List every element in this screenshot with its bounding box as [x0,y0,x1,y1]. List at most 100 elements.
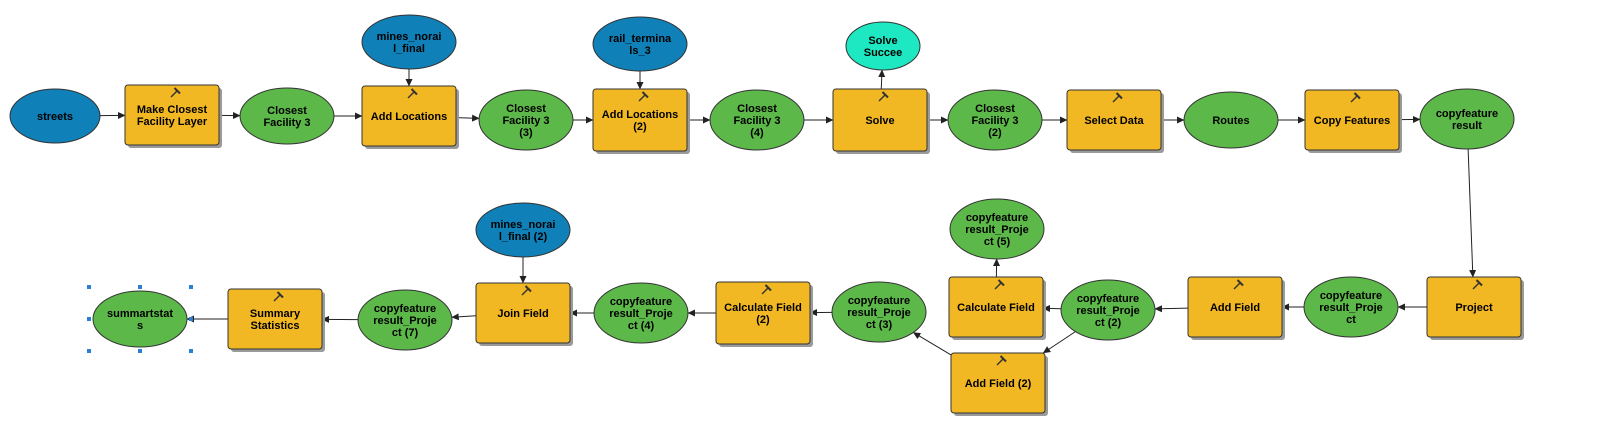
connector-addloc1-to-cf3_3[interactable] [455,114,480,122]
node-label-line: ct [1346,314,1356,326]
node-label-line: l_final (2) [499,231,548,243]
selection-handle[interactable] [87,317,91,321]
derived-ellipse [1060,279,1156,341]
connectors [99,69,1477,356]
tool-box [592,88,688,152]
result-ellipse [845,21,921,71]
hammer-icon [638,91,649,102]
tool-box [475,282,571,344]
node-addloc2[interactable]: Add Locations(2) [592,88,690,154]
node-streets[interactable]: streets [9,88,101,144]
hammer-icon [996,355,1007,366]
node-label-line: result [1452,120,1482,132]
node-label-line: Closest [506,103,546,115]
node-label-line: ct (7) [392,327,419,339]
node-addfield2[interactable]: Add Field (2) [950,352,1048,416]
node-label-line: Project [1455,302,1493,314]
node-label-line: Routes [1212,115,1249,127]
node-calcfield[interactable]: Calculate Field [948,276,1046,340]
node-select[interactable]: Select Data [1066,89,1164,153]
node-label-line: Succee [864,47,903,59]
node-label-line: Make Closest [137,104,208,116]
node-label-line: summartstat [107,308,173,320]
node-joinfield[interactable]: Join Field [475,282,573,346]
hammer-icon [1472,279,1483,290]
connector-cfresult-to-project[interactable] [1467,148,1477,278]
tool-box [948,276,1044,338]
node-project[interactable]: Project [1426,276,1524,340]
connector-joinfield-to-cfr_proj7[interactable] [451,313,477,321]
selection-handle[interactable] [189,317,193,321]
tool-box [715,281,811,345]
node-label-line: (2) [633,121,647,133]
selection-handle[interactable] [189,285,193,289]
node-label-line: l_final [393,43,425,55]
connector-addfield2-to-cfr_proj3[interactable] [912,332,952,356]
node-addloc1[interactable]: Add Locations [361,85,459,149]
derived-ellipse [1303,276,1399,338]
tool-box [1187,276,1283,338]
data-ellipse [361,14,457,70]
tool-box [1426,276,1522,338]
hammer-icon [1350,92,1361,103]
node-label-line: Facility 3 [263,117,310,129]
node-calcfield2[interactable]: Calculate Field(2) [715,281,813,347]
node-copyfeat[interactable]: Copy Features [1304,89,1402,153]
node-label-line: copyfeature [966,212,1028,224]
node-label-line: Facility Layer [137,116,208,128]
hammer-icon [1112,92,1123,103]
node-label-line: ct (4) [628,320,655,332]
derived-ellipse [949,198,1045,260]
tool-box [950,352,1046,414]
node-label-line: rail_termina [609,33,672,45]
selection-handle[interactable] [138,349,142,353]
connector-cfr_proj2-to-addfield2[interactable] [1042,331,1076,354]
connector-solve-to-solve_succ[interactable] [878,69,886,90]
node-solve[interactable]: Solve [832,88,930,154]
selection-handle[interactable] [189,349,193,353]
connector-addfield-to-cfr_proj2[interactable] [1154,305,1189,313]
tool-box [832,88,928,152]
tool-box [361,85,457,147]
hammer-icon [878,91,889,102]
selection-handle[interactable] [138,285,142,289]
node-label-line: Facility 3 [502,115,549,127]
node-label-line: mines_norai [491,219,556,231]
node-label-line: copyfeature [610,296,672,308]
tool-box [124,84,220,146]
node-label-line: Facility 3 [733,115,780,127]
node-addfield[interactable]: Add Field [1187,276,1285,340]
node-label-line: result_Proje [847,307,911,319]
selection-handle[interactable] [87,349,91,353]
node-label-line: ct (5) [984,236,1011,248]
node-label-line: Solve [865,115,894,127]
node-label-line: (3) [519,127,533,139]
selection-handle[interactable] [87,285,91,289]
hammer-icon [407,88,418,99]
node-label-line: streets [37,111,73,123]
node-label-line: Solve [868,35,897,47]
node-routes[interactable]: Routes [1183,91,1279,149]
node-label-line: copyfeature [1320,290,1382,302]
node-label-line: Calculate Field [724,302,802,314]
